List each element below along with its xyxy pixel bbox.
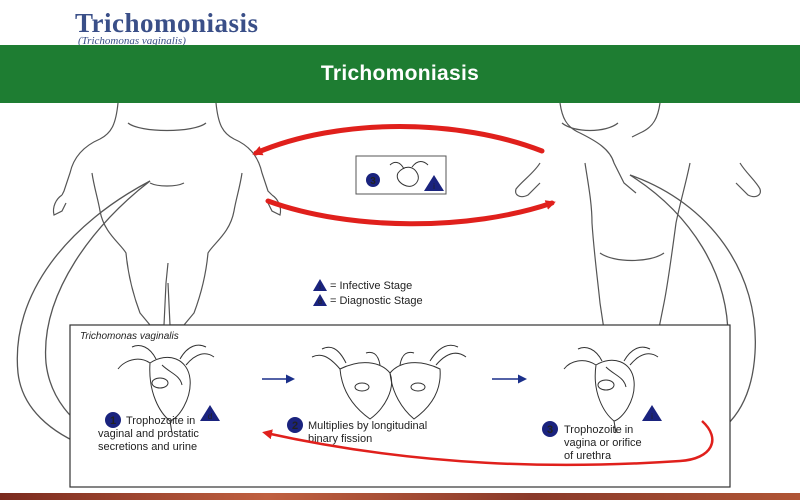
diagnostic-triangle-icon (200, 405, 220, 421)
page-title: Trichomoniasis (75, 8, 259, 38)
stage-number-badge (366, 173, 380, 187)
stage-1-caption-line-2: vaginal and prostatic (98, 428, 199, 440)
infective-triangle-icon (642, 405, 662, 421)
stage-3-caption-line-3: of urethra (564, 450, 612, 462)
stage-1-caption-line-3: secretions and urine (98, 441, 197, 453)
stage-2-caption-line-1: Multiplies by longitudinal (308, 420, 427, 432)
arrow-male-to-female (252, 124, 545, 156)
life-cycle-diagram: 3 i i = Infective Stage d = Diagnostic S… (16, 103, 761, 488)
stage-2-caption-line-2: binary fission (308, 433, 372, 445)
stage-1-number: 1 (110, 415, 116, 427)
female-figure (52, 103, 282, 326)
stage-3-caption-line-2: vagina or orifice (564, 437, 642, 449)
legend: i = Infective Stage d = Diagnostic Stage (313, 279, 423, 307)
arrow-female-to-male (265, 198, 556, 227)
stage-3-number: 3 (547, 424, 553, 436)
legend-infective-symbol: i (319, 284, 321, 291)
page-subtitle: (Trichomonas vaginalis) (78, 35, 186, 47)
stage-2-number: 2 (292, 420, 298, 432)
center-badge-letter: i (433, 182, 435, 191)
legend-diagnostic-text: = Diagnostic Stage (330, 295, 423, 307)
arrow-stage-3-to-1 (262, 420, 714, 467)
lifecycle-panel: Trichomonas vaginalis d (69, 324, 731, 488)
infective-triangle-icon (424, 175, 444, 191)
bottom-strip (0, 493, 800, 500)
stage-3-caption-line-1: Trophozoite in (564, 424, 633, 436)
trophozoite-dividing-icon (311, 344, 467, 420)
banner-title: Trichomoniasis (320, 62, 480, 85)
diagnostic-triangle-icon (313, 294, 327, 306)
legend-diagnostic-symbol: d (318, 299, 322, 306)
trophozoite-stage-1-icon (117, 344, 215, 434)
stage-3-badge: i (651, 412, 653, 421)
stage-2-number-badge (287, 417, 303, 433)
trophozoite-icon (396, 166, 419, 187)
stage-1-caption-line-1: Trophozoite in (126, 415, 195, 427)
trophozoite-stage-3-icon (563, 346, 659, 434)
center-stage-box: 3 i (355, 155, 447, 195)
title-banner: Trichomoniasis (0, 45, 800, 103)
legend-infective-text: = Infective Stage (330, 280, 412, 292)
stage-1-badge: d (208, 412, 212, 421)
stage-3-number-badge (542, 421, 558, 437)
infective-triangle-icon (313, 279, 327, 291)
center-stage-number: 3 (370, 176, 376, 187)
stage-1-number-badge (105, 412, 121, 428)
panel-title: Trichomonas vaginalis (80, 331, 179, 342)
